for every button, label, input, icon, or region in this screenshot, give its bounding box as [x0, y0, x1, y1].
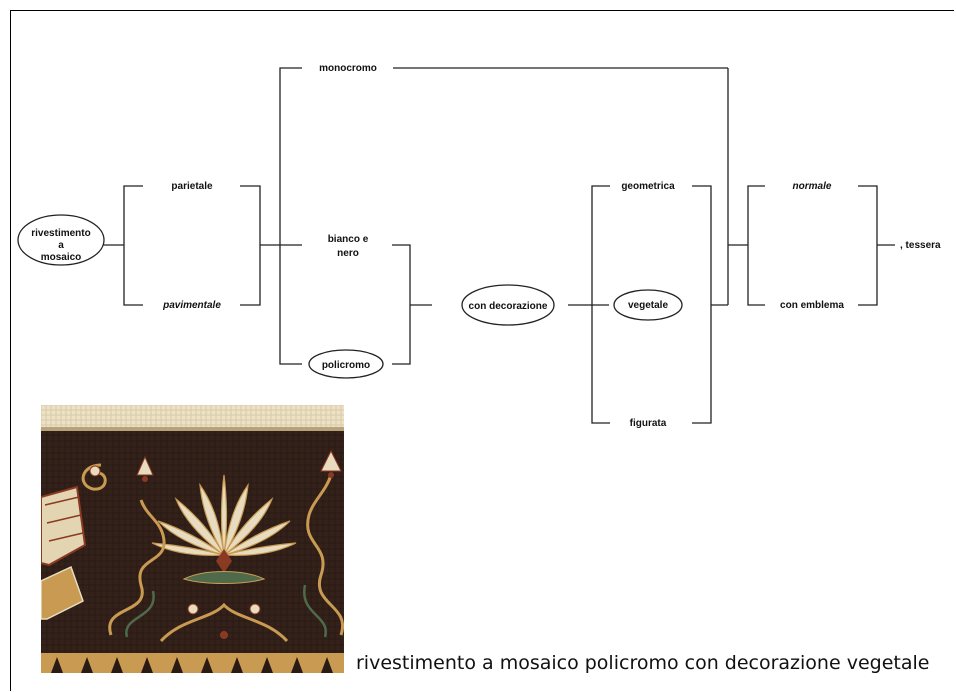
node-vegetale: vegetale [628, 300, 668, 311]
node-bianco-nero-line2: nero [337, 248, 359, 259]
node-monocromo: monocromo [319, 63, 377, 74]
root-label-line1: rivestimento [31, 228, 90, 239]
node-normale: normale [793, 181, 832, 192]
node-bianco-nero-line1: bianco e [328, 234, 369, 245]
node-con-emblema: con emblema [780, 300, 844, 311]
root-label-line3: mosaico [41, 252, 82, 263]
node-tessera: , tessera [900, 240, 941, 251]
root-label-line2: a [58, 240, 64, 251]
node-geometrica: geometrica [621, 181, 675, 192]
node-parietale: parietale [171, 181, 213, 192]
node-figurata: figurata [630, 418, 667, 429]
image-caption: rivestimento a mosaico policromo con dec… [356, 652, 930, 674]
diagram-frame [10, 10, 954, 691]
node-policromo: policromo [322, 360, 370, 371]
node-pavimentale: pavimentale [162, 300, 221, 311]
mosaic-image [41, 405, 344, 673]
node-con-decorazione: con decorazione [469, 301, 548, 312]
